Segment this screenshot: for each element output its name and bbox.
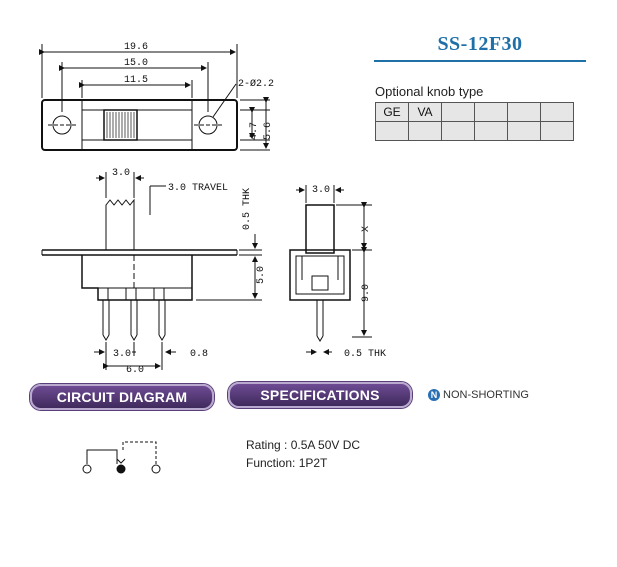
circuit-diagram-heading: CIRCUIT DIAGRAM (30, 384, 214, 410)
knob-type-table: GE VA (375, 102, 574, 141)
title-underline (374, 60, 586, 62)
dim-overall: 19.6 (124, 42, 148, 53)
dim-pitch: 3.0 (113, 349, 131, 360)
dim-span: 6.0 (126, 365, 144, 376)
dim-height-body: 4.7 (249, 122, 260, 140)
non-shorting-label: N NON-SHORTING (428, 389, 529, 401)
side-view (289, 185, 372, 355)
dim-knob-side: 3.0 (312, 185, 330, 196)
knob-cell (507, 121, 541, 141)
part-number-title: SS-12F30 (437, 33, 523, 55)
non-shorting-badge-icon: N (428, 389, 440, 401)
knob-cell (540, 102, 574, 122)
front-view (41, 172, 262, 370)
dim-knob-front: 3.0 (112, 168, 130, 179)
non-shorting-text: NON-SHORTING (443, 389, 529, 401)
dim-body: 11.5 (124, 75, 148, 86)
specifications-heading: SPECIFICATIONS (228, 382, 412, 408)
knob-cell (540, 121, 574, 141)
dim-body-height: 5.0 (256, 266, 267, 284)
top-view (39, 44, 270, 151)
knob-cell (441, 102, 475, 122)
dim-thk-front: 0.5 THK (242, 188, 253, 230)
dim-travel: 3.0 TRAVEL (168, 183, 228, 194)
dim-mounting: 15.0 (124, 58, 148, 69)
dim-side-height: 9.0 (361, 284, 372, 302)
knob-cell (441, 121, 475, 141)
knob-cell: GE (375, 102, 409, 122)
knob-cell (408, 121, 442, 141)
dim-thk-side: 0.5 THK (344, 349, 386, 360)
knob-cell (507, 102, 541, 122)
knob-type-caption: Optional knob type (375, 84, 484, 99)
dim-height-flange: 5.6 (263, 122, 274, 140)
dim-x: X (361, 226, 372, 232)
spec-function: Function: 1P2T (246, 456, 328, 470)
spec-rating: Rating : 0.5A 50V DC (246, 438, 361, 452)
dim-holes: 2-Ø2.2 (238, 78, 274, 90)
knob-cell: VA (408, 102, 442, 122)
knob-cell (474, 121, 508, 141)
dim-pin: 0.8 (190, 349, 208, 360)
knob-cell (375, 121, 409, 141)
knob-cell (474, 102, 508, 122)
circuit-schematic (82, 441, 161, 474)
